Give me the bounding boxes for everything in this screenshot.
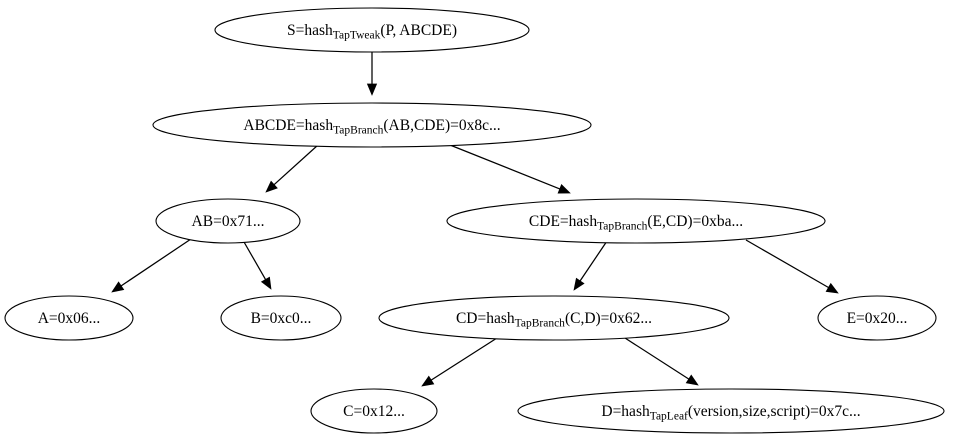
arrowhead-icon: [421, 375, 435, 387]
node-ellipse-s: [214, 7, 530, 53]
edge-ab-to-a: [111, 238, 192, 293]
edge-cd-to-c: [421, 337, 498, 387]
edge-s-to-abcde: [366, 52, 378, 96]
node-ab[interactable]: AB=0x71...: [155, 198, 301, 244]
node-ellipse-cd: [378, 295, 730, 341]
arrowhead-icon: [825, 282, 839, 294]
node-cde[interactable]: CDE=hashTapBranch(E,CD)=0xba...: [446, 198, 826, 244]
edge-line: [578, 240, 608, 283]
node-ellipse-ab: [155, 198, 301, 244]
node-label-abcde: ABCDE=hashTapBranch(AB,CDE)=0x8c...: [243, 117, 500, 137]
node-label-ab: AB=0x71...: [192, 213, 265, 230]
node-label-c: C=0x12...: [343, 403, 405, 420]
node-c[interactable]: C=0x12...: [310, 388, 438, 434]
edge-abcde-to-ab: [265, 144, 319, 193]
node-label-e: E=0x20...: [847, 310, 908, 327]
edge-line: [624, 337, 691, 381]
arrowhead-icon: [573, 277, 585, 291]
edge-abcde-to-cde: [449, 144, 571, 194]
arrowhead-icon: [557, 184, 571, 194]
edge-line: [449, 144, 562, 191]
node-label-s: S=hashTapTweak(P, ABCDE): [287, 22, 457, 42]
node-label-cde: CDE=hashTapBranch(E,CD)=0xba...: [529, 213, 743, 233]
node-s[interactable]: S=hashTapTweak(P, ABCDE): [214, 7, 530, 53]
edge-cde-to-cd: [573, 240, 608, 291]
node-ellipse-c: [310, 388, 438, 434]
node-ellipse-b: [220, 295, 342, 341]
node-cd[interactable]: CD=hashTapBranch(C,D)=0x62...: [378, 295, 730, 341]
arrowhead-icon: [685, 374, 699, 386]
nodes-layer: S=hashTapTweak(P, ABCDE) ABCDE=hashTapBra…: [4, 7, 945, 434]
node-ellipse-d: [517, 388, 945, 434]
node-ellipse-cde: [446, 198, 826, 244]
node-ellipse-abcde: [152, 102, 592, 148]
node-b[interactable]: B=0xc0...: [220, 295, 342, 341]
node-label-a: A=0x06...: [38, 310, 101, 327]
node-ellipse-a: [4, 295, 134, 341]
arrowhead-icon: [260, 276, 272, 290]
node-d[interactable]: D=hashTapLeaf(version,size,script)=0x7c.…: [517, 388, 945, 434]
node-label-d: D=hashTapLeaf(version,size,script)=0x7c.…: [601, 403, 860, 423]
arrowhead-icon: [366, 83, 378, 96]
edges-layer: [111, 52, 839, 387]
edge-cd-to-d: [624, 337, 699, 386]
edge-line: [243, 241, 268, 282]
edge-line: [429, 337, 498, 382]
edge-line: [272, 144, 319, 187]
node-e[interactable]: E=0x20...: [817, 295, 937, 341]
edge-cde-to-e: [745, 239, 839, 294]
node-ellipse-e: [817, 295, 937, 341]
edge-ab-to-b: [243, 241, 272, 290]
arrowhead-icon: [111, 281, 125, 293]
node-abcde[interactable]: ABCDE=hashTapBranch(AB,CDE)=0x8c...: [152, 102, 592, 148]
arrowhead-icon: [265, 180, 278, 193]
node-label-b: B=0xc0...: [251, 310, 312, 327]
edge-line: [119, 238, 192, 288]
edge-line: [745, 239, 831, 290]
node-a[interactable]: A=0x06...: [4, 295, 134, 341]
node-label-cd: CD=hashTapBranch(C,D)=0x62...: [456, 310, 652, 330]
